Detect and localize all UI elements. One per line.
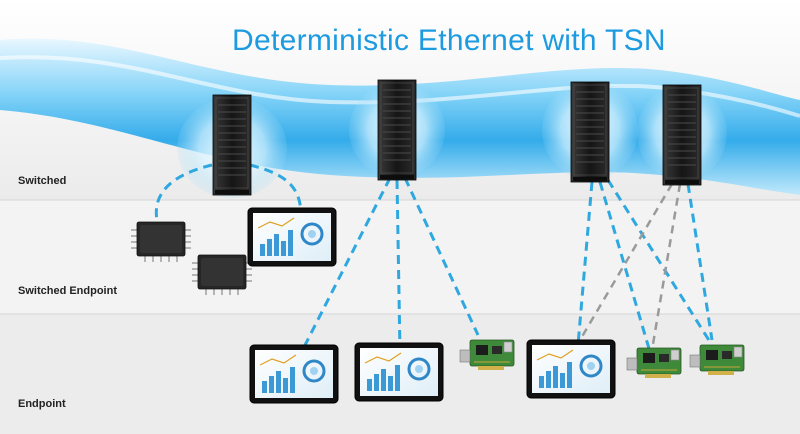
link xyxy=(686,183,714,341)
tier-label-endpoint: Endpoint xyxy=(18,398,66,410)
link xyxy=(395,179,402,353)
server-rack-icon xyxy=(377,79,417,181)
ic-chip-icon xyxy=(130,221,192,263)
diagram-title: Deterministic Ethernet with TSN xyxy=(232,24,666,57)
link xyxy=(578,183,674,341)
links-gray xyxy=(578,183,682,351)
server-rack-icon xyxy=(570,81,610,183)
ic-chip-icon xyxy=(191,254,253,296)
link xyxy=(576,181,594,346)
tablet-dashboard-icon xyxy=(353,341,445,403)
link xyxy=(606,179,714,346)
tier-label-switched-endpoint: Switched Endpoint xyxy=(18,285,117,297)
link xyxy=(298,177,392,356)
link xyxy=(650,183,682,351)
tablet-dashboard-icon xyxy=(525,338,617,400)
cable-highlight xyxy=(0,55,800,118)
tablet-dashboard-icon xyxy=(246,206,338,268)
tier-label-switched: Switched xyxy=(18,175,67,187)
server-rack-icon xyxy=(662,84,702,186)
tablet-dashboard-icon xyxy=(248,343,340,405)
link xyxy=(154,163,213,226)
server-rack-icon xyxy=(212,94,252,196)
